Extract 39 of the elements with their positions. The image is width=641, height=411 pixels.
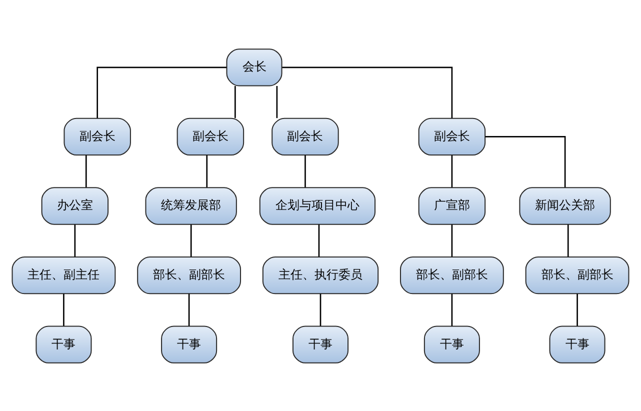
node-box: 干事 (36, 325, 92, 363)
connector (206, 154, 208, 187)
node-box: 部长、副部长 (525, 256, 630, 294)
node-box: 副会长 (272, 117, 339, 156)
node-box: 广宣部 (418, 186, 486, 224)
node-box: 副会长 (418, 117, 486, 156)
node-box: 主任、执行委员 (262, 256, 379, 294)
node-box: 部长、副部长 (137, 256, 242, 294)
node-box: 会长 (226, 48, 282, 86)
connector (451, 224, 453, 256)
node-box: 副会长 (64, 117, 131, 156)
connector (85, 154, 87, 187)
connector (63, 293, 64, 326)
node-box: 副会长 (176, 117, 244, 156)
connector (451, 154, 453, 187)
node-box: 部长、副部长 (400, 256, 504, 294)
node-box: 新闻公关部 (519, 186, 611, 224)
connector (190, 224, 192, 256)
connector (318, 224, 320, 256)
node-box: 企划与项目中心 (259, 186, 376, 224)
connector (485, 136, 566, 187)
connector (234, 85, 236, 118)
node-box: 干事 (161, 325, 218, 363)
connector (282, 66, 453, 118)
node-box: 干事 (292, 325, 349, 363)
node-box: 干事 (549, 325, 606, 363)
node-box: 主任、副主任 (12, 256, 116, 294)
node-box: 办公室 (41, 186, 109, 224)
connector (74, 224, 76, 256)
node-box: 干事 (424, 325, 480, 363)
connector (304, 154, 306, 187)
connector (576, 293, 578, 326)
node-box: 统筹发展部 (145, 186, 237, 224)
connector (567, 224, 569, 256)
connector (451, 293, 453, 326)
connector (276, 85, 278, 118)
connector (320, 293, 322, 326)
connector (188, 293, 190, 326)
connector (96, 66, 227, 118)
